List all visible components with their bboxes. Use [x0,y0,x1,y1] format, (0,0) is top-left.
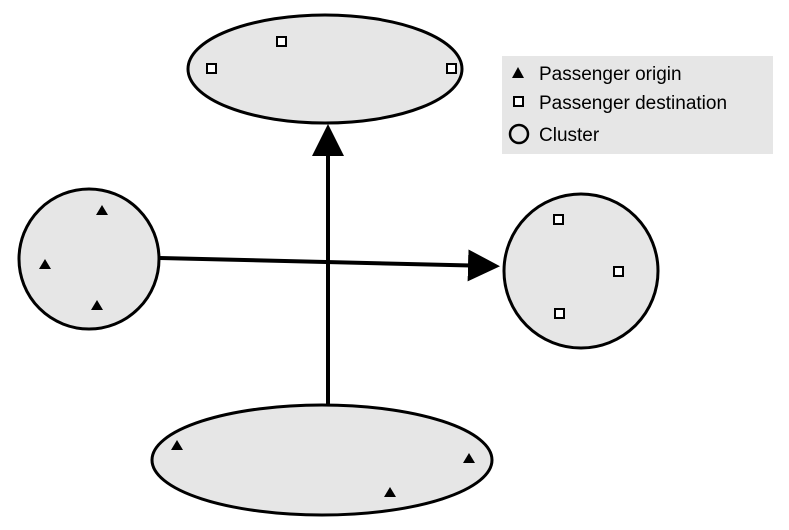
origin-marker [91,300,103,310]
legend-label-passenger-origin: Passenger origin [539,64,682,85]
legend-background [502,56,773,154]
cluster-top [186,13,464,125]
destination-marker [613,266,624,277]
origin-marker [463,453,475,463]
origin-marker [384,487,396,497]
cluster-left [17,187,161,331]
legend-label-passenger-destination: Passenger destination [539,93,727,114]
origin-marker [96,205,108,215]
destination-marker [206,63,217,74]
passenger-origin-legend-icon [512,67,524,78]
destination-marker [553,214,564,225]
passenger-destination-legend-icon [513,96,524,107]
cluster-right [502,192,660,350]
cluster-legend-icon [508,123,530,145]
destination-marker [554,308,565,319]
origin-marker [171,440,183,450]
destination-marker [276,36,287,47]
legend-label-cluster: Cluster [539,125,600,146]
destination-marker [446,63,457,74]
legend: Passenger origin Passenger destination C… [502,56,773,154]
origin-marker [39,259,51,269]
cluster-bottom [150,403,494,517]
